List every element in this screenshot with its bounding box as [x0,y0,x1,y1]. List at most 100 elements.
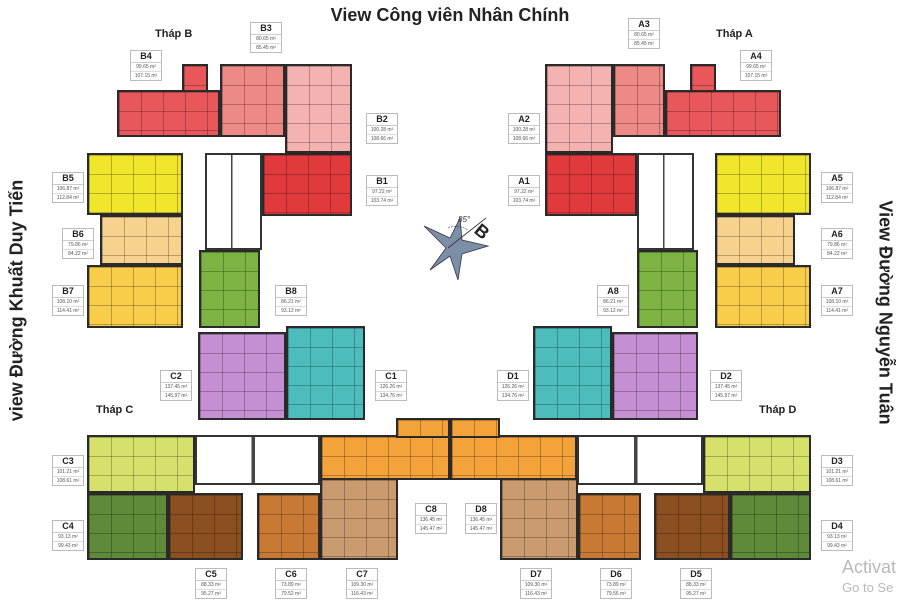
unit-d3[interactable] [703,435,811,493]
unit-c8[interactable] [396,418,450,438]
unit-area1: 108.10 m² [822,298,852,307]
compass-letter: B [471,220,494,244]
unit-area2: 95.27 m² [201,591,221,597]
unit-code: D7 [521,569,551,581]
unit-a3[interactable] [613,64,665,137]
unit-area1: 88.33 m² [196,581,226,590]
unit-area1: 109.30 m² [347,581,377,590]
unit-a6[interactable] [715,215,795,265]
unit-area2: 95.27 m² [686,591,706,597]
unit-area1: 86.21 m² [276,298,306,307]
unit-c6[interactable] [257,493,320,560]
unit-code: D1 [498,371,528,383]
unit-area2: 103.74 m² [512,198,536,204]
unit-d8[interactable] [450,418,500,438]
unit-area1: 126.26 m² [498,383,528,392]
unit-area1: 109.30 m² [521,581,551,590]
unit-b4[interactable] [182,64,208,92]
unit-b7[interactable] [87,265,183,328]
unit-area1: 137.45 m² [161,383,191,392]
unit-area2: 116.43 m² [524,591,548,597]
unit-b4[interactable] [117,90,220,137]
unit-area2: 145.47 m² [419,526,443,532]
unit-code: A3 [629,19,659,31]
unit-area1: 136.45 m² [416,516,446,525]
unit-area1: 79.86 m² [63,241,93,250]
unit-b8[interactable] [199,250,260,328]
unit-area1: 108.10 m² [53,298,83,307]
unit-code: B8 [276,286,306,298]
unit-a8[interactable] [637,250,698,328]
unit-area2: 99.43 m² [827,543,847,549]
unit-code: D5 [681,569,711,581]
unit-a5[interactable] [715,153,811,215]
unit-c3[interactable] [87,435,195,493]
unit-code: C4 [53,521,83,533]
unit-d5[interactable] [654,493,730,560]
unit-b1[interactable] [262,153,352,216]
unit-b6[interactable] [100,215,183,265]
unit-area1: 106.87 m² [53,185,83,194]
unit-area1: 106.87 m² [822,185,852,194]
unit-area2: 79.56 m² [606,591,626,597]
unit-d7[interactable] [500,478,578,560]
unit-code: A6 [822,229,852,241]
unit-b2[interactable] [285,64,352,153]
unit-a1[interactable] [545,153,637,216]
unit-d8[interactable] [450,435,577,480]
unit-d1[interactable] [533,326,612,420]
unit-area1: 86.21 m² [598,298,628,307]
unit-c7[interactable] [320,478,398,560]
unit-area2: 103.74 m² [370,198,394,204]
unit-d6[interactable] [578,493,641,560]
unit-c8[interactable] [320,435,450,480]
activation-watermark: Activat Go to Se [842,557,896,595]
unit-area1: 100.28 m² [509,126,539,135]
unit-area1: 137.45 m² [711,383,741,392]
view-left-label: view Đường Khuất Duy Tiến [6,179,27,422]
unit-code: A8 [598,286,628,298]
unit-c5[interactable] [168,493,243,560]
unit-area2: 145.47 m² [469,526,493,532]
unit-area1: 88.33 m² [681,581,711,590]
unit-a4[interactable] [690,64,716,92]
unit-area2: 114.41 m² [56,308,80,314]
unit-code: D6 [601,569,631,581]
unit-code: C6 [276,569,306,581]
unit-code: A4 [741,51,771,63]
view-park-title: View Công viên Nhân Chính [330,5,570,25]
unit-a2[interactable] [545,64,613,153]
unit-area2: 93.12 m² [281,308,301,314]
unit-b3[interactable] [220,64,285,137]
unit-c1[interactable] [286,326,365,420]
unit-d2[interactable] [612,332,698,420]
unit-code: A1 [509,176,539,188]
unit-area2: 93.12 m² [603,308,623,314]
unit-c2[interactable] [198,332,286,420]
unit-area2: 107.15 m² [134,73,158,79]
unit-a7[interactable] [715,265,811,328]
unit-c4[interactable] [87,493,168,560]
unit-area1: 100.28 m² [367,126,397,135]
unit-a4[interactable] [665,90,781,137]
unit-area2: 107.15 m² [744,73,768,79]
unit-d4[interactable] [730,493,811,560]
core-tower-b [205,153,262,250]
unit-b5[interactable] [87,153,183,215]
unit-area1: 101.21 m² [822,468,852,477]
